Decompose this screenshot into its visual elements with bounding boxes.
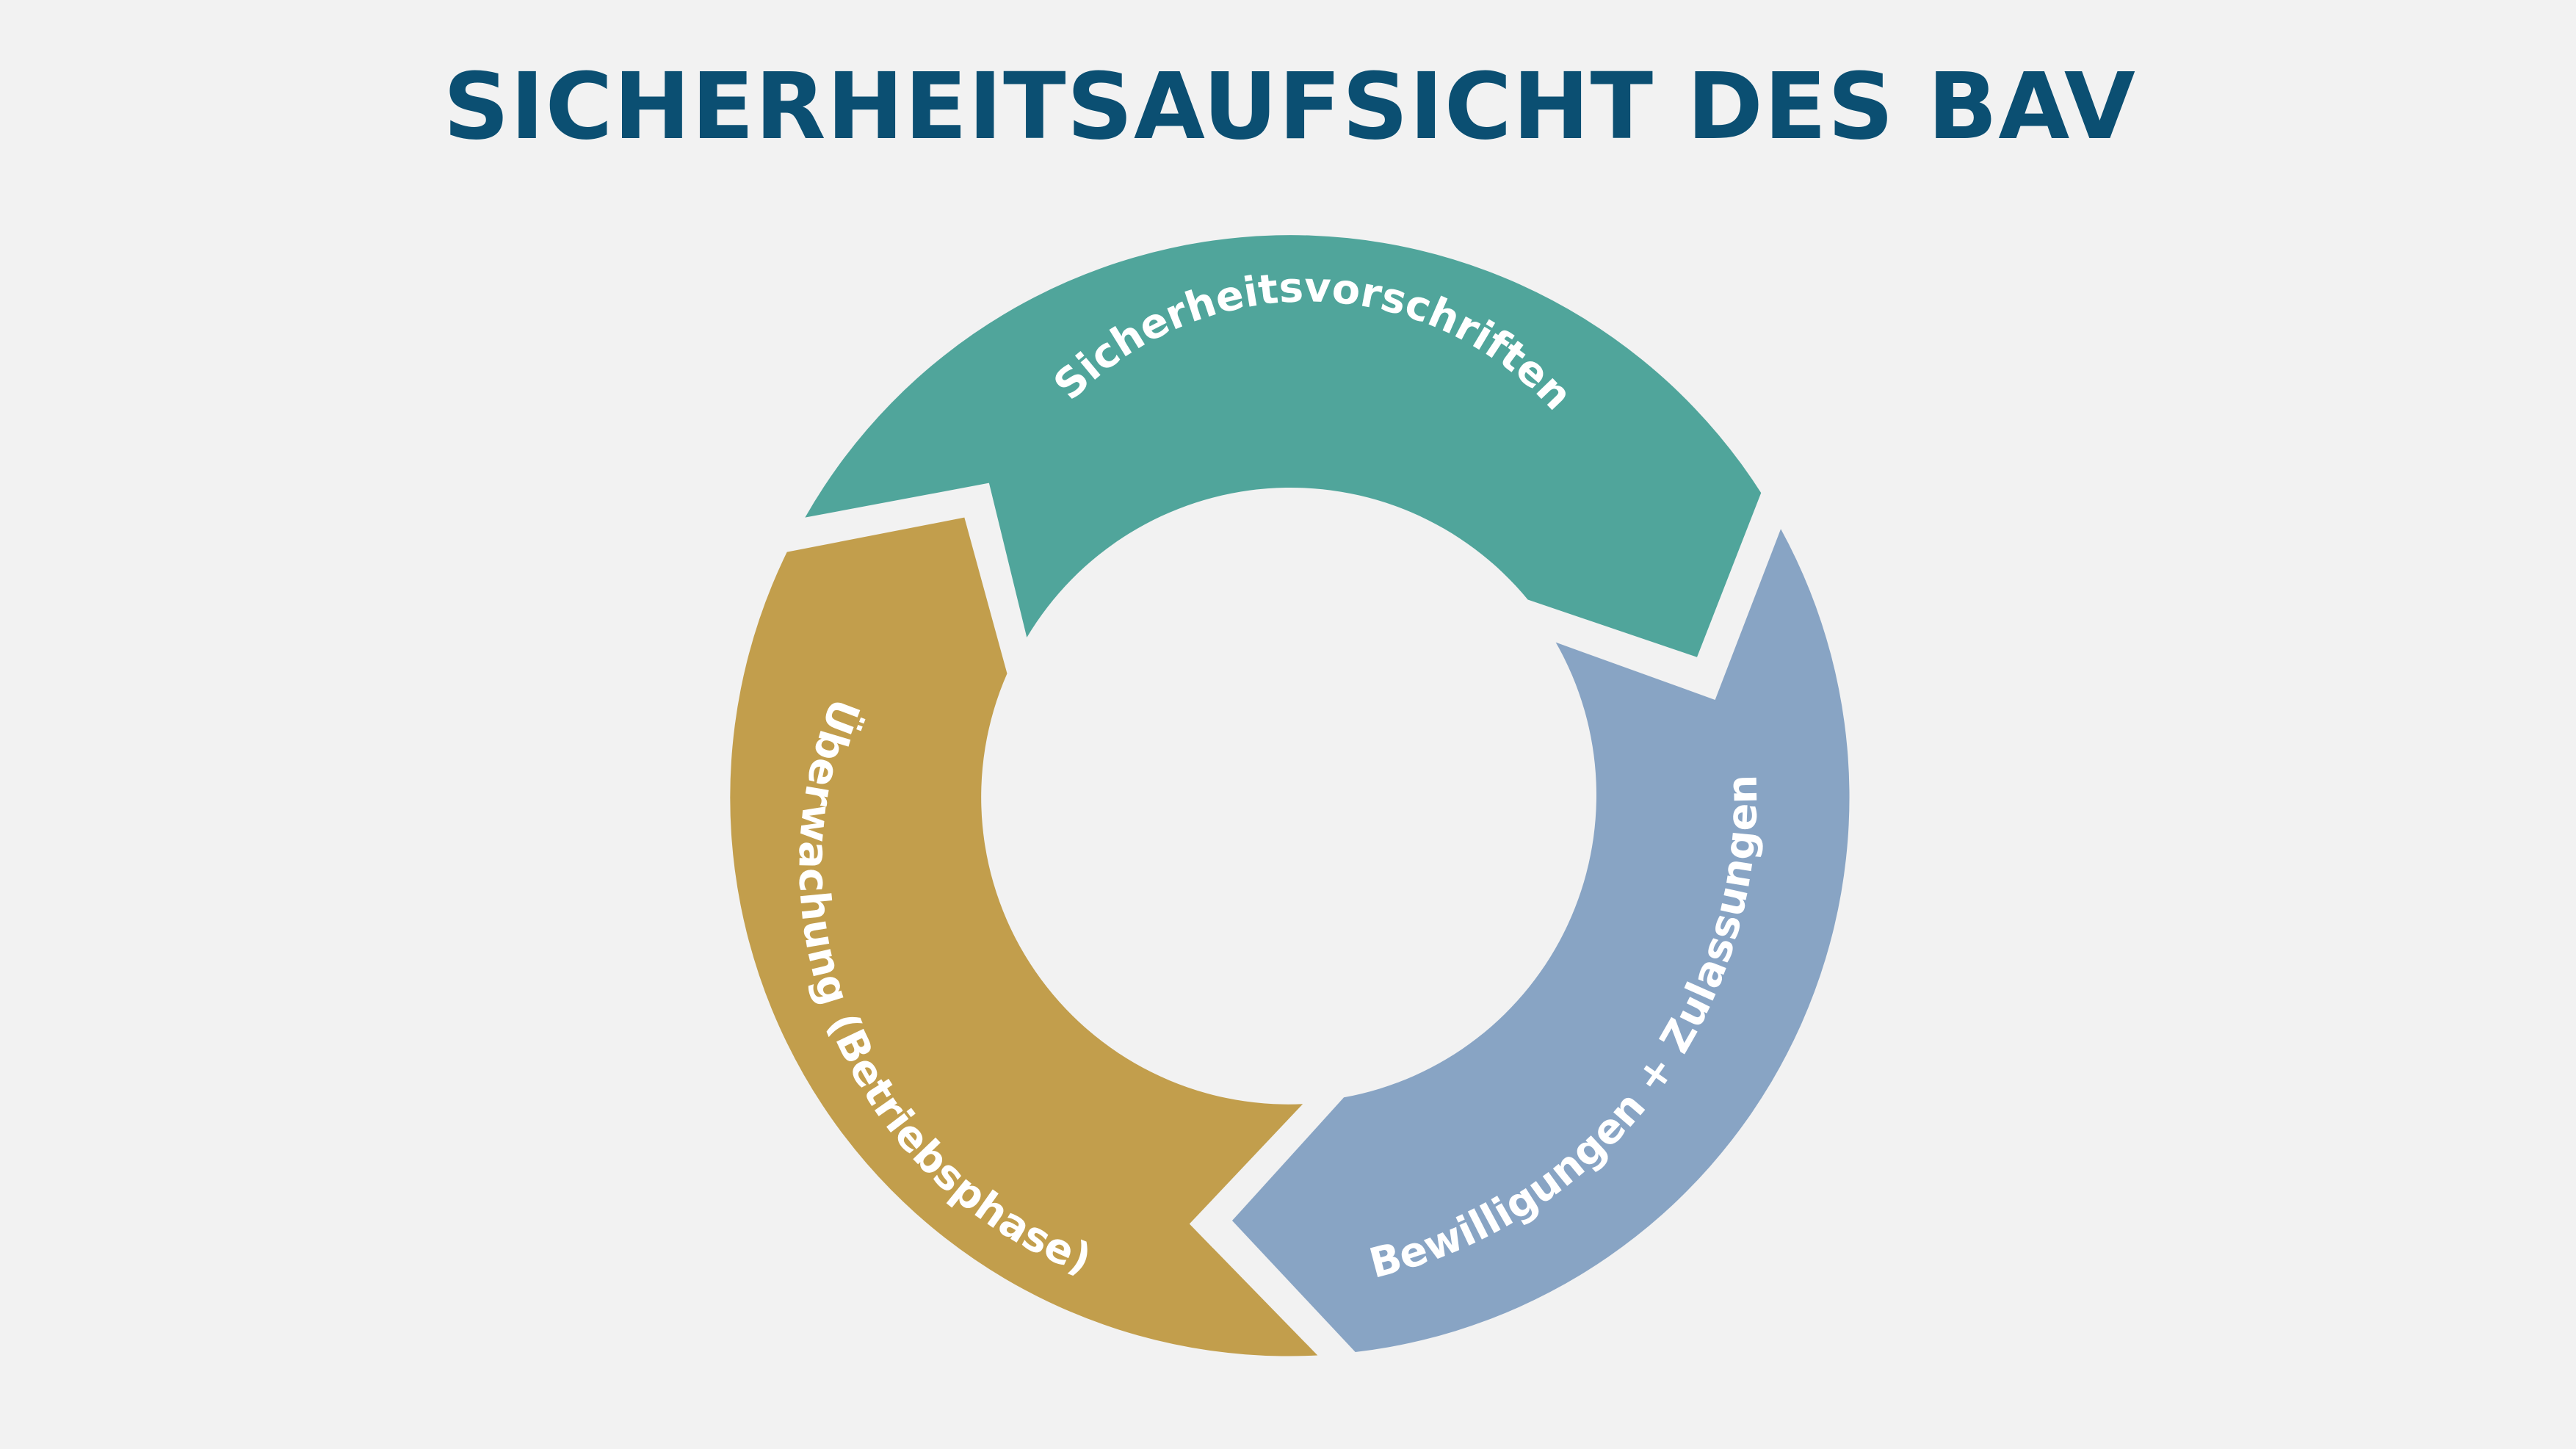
segment-ueberwachung <box>730 517 1318 1356</box>
page-title: SICHERHEITSAUFSICHT DES BAV <box>443 53 2136 160</box>
segment-sicherheitsvorschriften <box>805 235 1762 657</box>
segment-bewilligungen-zulassungen <box>1231 529 1850 1353</box>
